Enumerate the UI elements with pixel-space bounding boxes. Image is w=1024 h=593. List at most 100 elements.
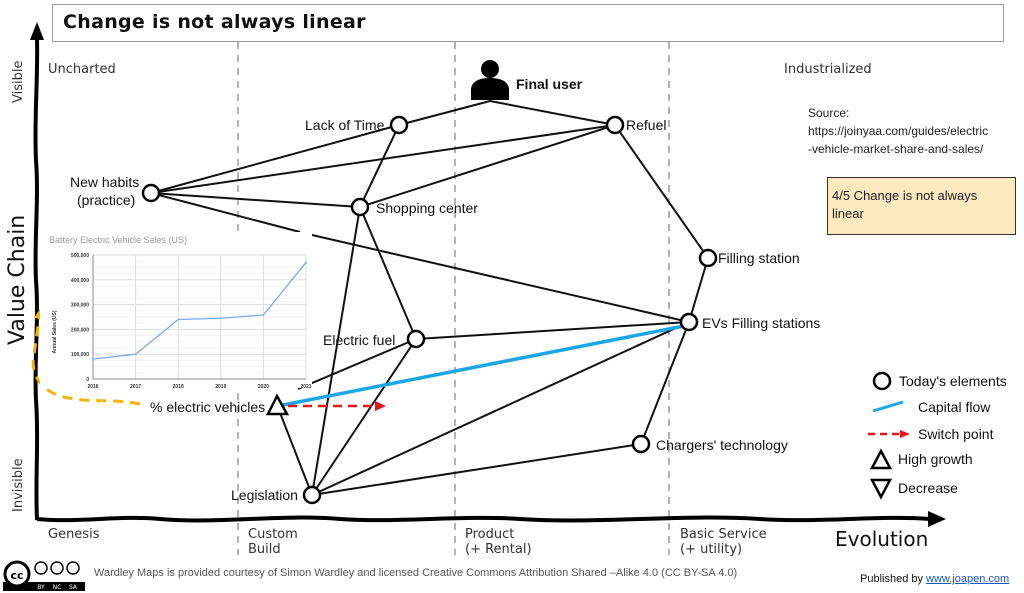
chart-data-point — [92, 358, 94, 360]
chart-x-ticks: 2016 2017 2018 2019 2020 2021 — [87, 384, 311, 390]
chart-x-tick-label: 2019 — [215, 384, 226, 388]
node-lack-of-time — [389, 115, 409, 135]
legend-decrease: Decrease — [898, 480, 958, 496]
chart-x-tick-label: 2017 — [130, 384, 141, 388]
y-axis-invisible: Invisible — [11, 458, 26, 512]
node-electric-fuel — [406, 329, 426, 349]
user-icon — [471, 60, 509, 100]
chart-data-point — [134, 353, 137, 355]
cc-icon — [3, 560, 31, 588]
sa-icon — [66, 561, 80, 575]
chart-y-label: Annual Sales (US) — [52, 310, 58, 353]
node-evs-filling-stations — [679, 312, 699, 332]
link-lacktime-habits — [150, 124, 400, 194]
link-evs-legislation — [311, 321, 690, 496]
chart-y-tick-label: 400,000 — [71, 278, 89, 284]
label-chargers-technology: Chargers' technology — [656, 437, 788, 453]
label-filling-station: Filling station — [718, 250, 800, 266]
link-evs-chargers — [640, 321, 690, 445]
label-evs-filling-stations: EVs Filling stations — [702, 315, 821, 331]
link-refuel-habits — [150, 124, 616, 194]
link-fuel-ev — [297, 338, 417, 390]
link-fuel-evs — [415, 321, 690, 340]
cc-license-badge[interactable]: cc BY NC SA — [3, 558, 85, 591]
label-refuel: Refuel — [626, 117, 667, 133]
source-url-line2[interactable]: -vehicle-market-share-and-sales/ — [808, 142, 984, 156]
chart-y-tick-label: 0 — [86, 377, 89, 383]
published-prefix: Published by — [860, 573, 927, 585]
link-habits-shopping — [150, 192, 361, 208]
legend-decrease-icon — [869, 478, 893, 500]
cc-sa-label: SA — [69, 584, 78, 591]
by-icon — [34, 561, 48, 575]
switch-point-arrow-icon — [375, 401, 386, 411]
published-by: Published by www.joapen.com — [860, 573, 1009, 585]
evo-commodity-line2: (+ utility) — [680, 542, 743, 557]
license-text: Wardley Maps is provided courtesy of Sim… — [94, 567, 738, 579]
chart-x-tick-label: 2018 — [173, 384, 184, 388]
source-url-line1[interactable]: https://joinyaa.com/guides/electric — [808, 124, 989, 138]
label-shopping-center: Shopping center — [376, 200, 478, 216]
link-user-lacktime — [398, 100, 491, 126]
nc-icon — [50, 561, 64, 575]
chart-data-point — [220, 317, 222, 320]
legend-capital-flow-icon — [872, 400, 904, 413]
chart-title: Battery Electric Vehicle Sales (US) — [49, 235, 187, 245]
link-ev-legislation — [276, 404, 313, 496]
chart-y-tick-label: 300,000 — [71, 303, 89, 309]
evo-commodity: Basic Service(+ utility) — [680, 527, 767, 557]
chart-data-point — [177, 318, 179, 321]
node-electric-vehicles-triangle — [265, 393, 290, 416]
chart-grid — [92, 254, 307, 380]
chart-series-line — [92, 262, 307, 360]
chart-y-tick-label: 200,000 — [71, 327, 89, 333]
y-axis-line — [33, 39, 40, 521]
cc-nc-label: NC — [53, 584, 62, 591]
node-shopping-center — [350, 197, 370, 217]
stage-uncharted: Uncharted — [48, 62, 116, 77]
legend-switch-arrow-icon — [900, 430, 910, 438]
chart-x-tick-label: 2016 — [87, 384, 98, 388]
label-electric-fuel: Electric fuel — [323, 332, 396, 348]
published-link[interactable]: www.joapen.com — [926, 573, 1010, 585]
ev-sales-chart: Battery Electric Vehicle Sales (US) Annu… — [40, 232, 312, 390]
label-legislation: Legislation — [231, 487, 298, 503]
link-fuel-legislation — [311, 338, 417, 496]
label-lack-of-time: Lack of Time — [305, 117, 385, 133]
link-refuel-shopping — [359, 124, 616, 208]
evo-genesis: Genesis — [48, 527, 99, 542]
evo-genesis-line1: Genesis — [48, 527, 100, 542]
node-new-habits — [141, 183, 161, 203]
link-lacktime-shopping — [359, 124, 400, 208]
legend-high-growth-icon — [869, 448, 893, 470]
label-new-habits-1: New habits — [70, 174, 140, 190]
chart-x-tick-label: 2020 — [258, 384, 269, 388]
label-electric-vehicles: % electric vehicles — [150, 399, 266, 415]
chart-x-tick-label: 2021 — [300, 384, 311, 388]
label-new-habits-2: (practice) — [77, 192, 136, 208]
y-axis-visible: Visible — [11, 60, 26, 103]
link-chargers-legislation — [311, 443, 642, 496]
legend-capital-flow: Capital flow — [918, 399, 991, 415]
evo-product-line2: (+ Rental) — [465, 542, 532, 557]
note-box: 4/5 Change is not always linear — [827, 177, 1016, 235]
evo-product: Product(+ Rental) — [465, 527, 532, 557]
chart-y-tick-label: 500,000 — [71, 253, 89, 259]
link-habits-evs-b — [311, 234, 690, 323]
node-chargers-technology — [631, 434, 651, 454]
title-box: Change is not always linear — [52, 4, 1004, 42]
node-legislation — [302, 485, 322, 505]
label-final-user: Final user — [516, 76, 583, 92]
svg-text:cc: cc — [10, 569, 23, 582]
link-habits-evs-a — [150, 192, 301, 233]
evo-custom-line2: Build — [248, 542, 281, 557]
link-refuel-filling — [614, 124, 709, 259]
evo-custom-line1: Custom — [248, 527, 298, 542]
x-axis-label: Evolution — [835, 527, 929, 551]
chart-data-point — [305, 261, 307, 264]
legend-switch-point: Switch point — [918, 426, 994, 442]
evo-product-line1: Product — [465, 527, 515, 542]
node-refuel — [605, 115, 625, 135]
